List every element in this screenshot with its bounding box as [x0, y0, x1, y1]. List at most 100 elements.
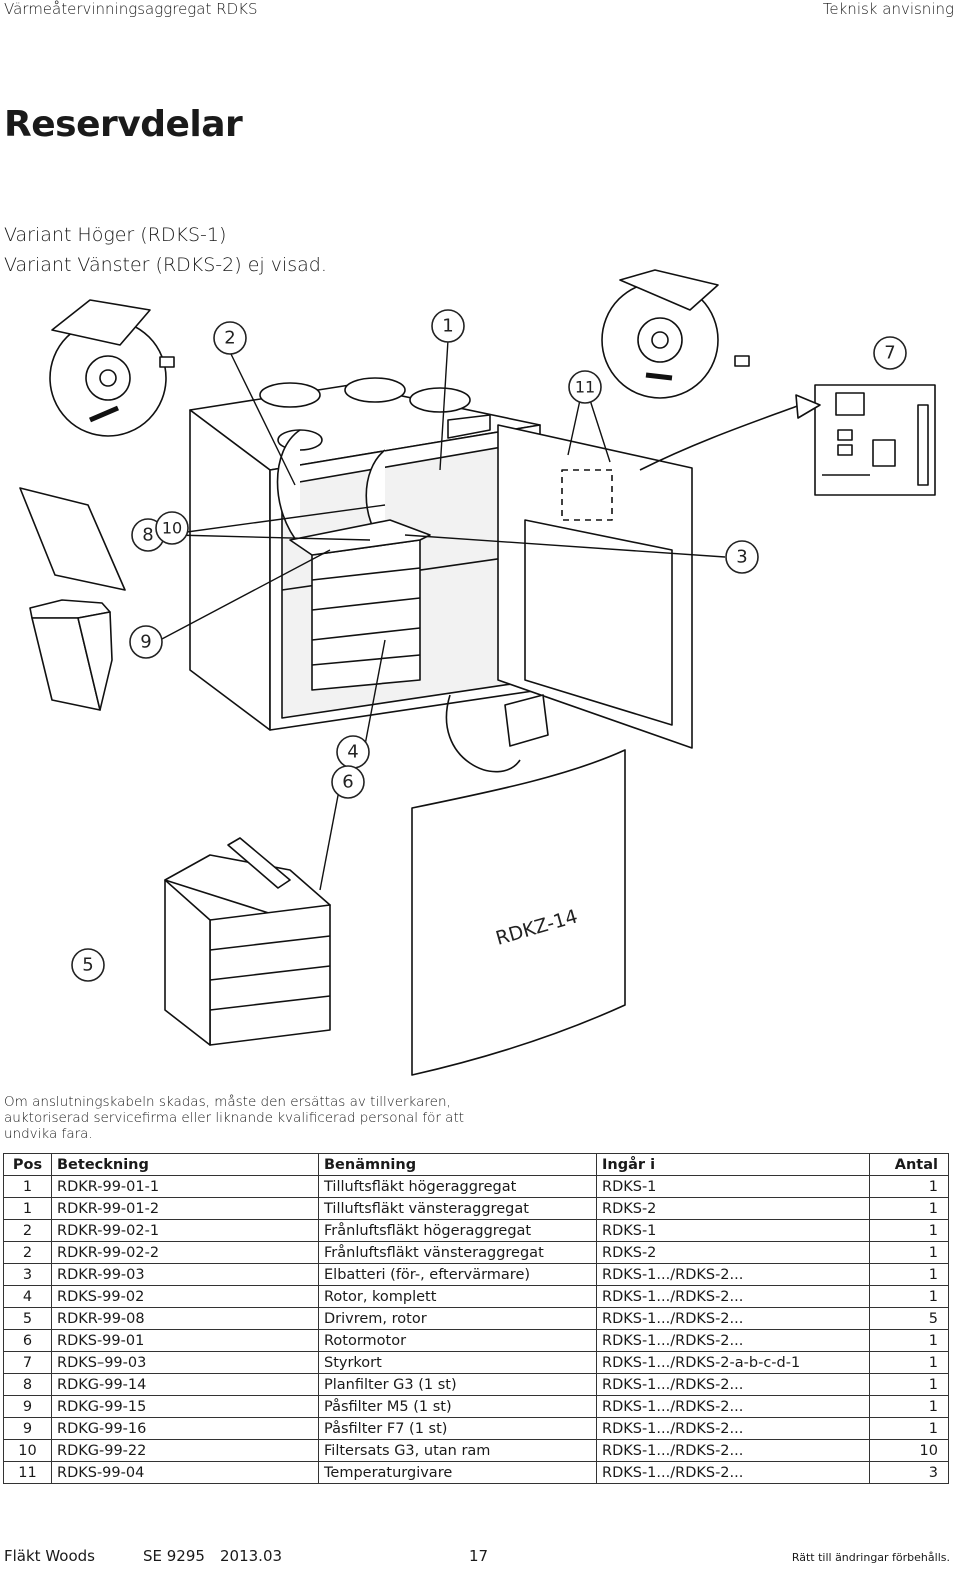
svg-text:9: 9	[140, 632, 151, 653]
cell-antal: 5	[869, 1307, 949, 1330]
callout-3: 3	[725, 540, 759, 574]
col-benamning: Benämning	[318, 1153, 597, 1176]
supply-fan	[49, 299, 175, 437]
exhaust-fan	[601, 269, 750, 399]
rotor-in-housing	[289, 519, 431, 691]
cell-ingar-i: RDKS-1.../RDKS-2...	[596, 1439, 870, 1462]
cell-beteckning: RDKR-99-02-2	[51, 1241, 319, 1264]
cell-pos: 11	[3, 1461, 52, 1484]
cell-pos: 5	[3, 1307, 52, 1330]
cell-ingar-i: RDKS-1.../RDKS-2...	[596, 1329, 870, 1352]
callout-9: 9	[129, 625, 163, 659]
svg-text:4: 4	[347, 742, 358, 763]
col-antal: Antal	[869, 1153, 949, 1176]
cell-ingar-i: RDKS-1	[596, 1219, 870, 1242]
cell-beteckning: RDKG-99-14	[51, 1373, 319, 1396]
footer-rights: Rätt till ändringar förbehålls.	[791, 1551, 950, 1564]
cell-beteckning: RDKR-99-01-1	[51, 1175, 319, 1198]
cell-ingar-i: RDKS-1.../RDKS-2...	[596, 1417, 870, 1440]
cell-beteckning: RDKG-99-16	[51, 1417, 319, 1440]
cell-beteckning: RDKR-99-02-1	[51, 1219, 319, 1242]
svg-text:5: 5	[82, 955, 93, 976]
cell-antal: 1	[869, 1329, 949, 1352]
cell-antal: 1	[869, 1241, 949, 1264]
cell-benamning: Temperaturgivare	[318, 1461, 597, 1484]
cell-antal: 1	[869, 1219, 949, 1242]
control-board	[814, 384, 936, 496]
cell-ingar-i: RDKS-1.../RDKS-2...	[596, 1263, 870, 1286]
cell-beteckning: RDKS-99-04	[51, 1461, 319, 1484]
cell-beteckning: RDKS-99-02	[51, 1285, 319, 1308]
cell-antal: 1	[869, 1395, 949, 1418]
cell-antal: 1	[869, 1263, 949, 1286]
cell-pos: 3	[3, 1263, 52, 1286]
cell-pos: 6	[3, 1329, 52, 1352]
table-header-row: Pos Beteckning Benämning Ingår i Antal	[3, 1153, 949, 1176]
cell-antal: 1	[869, 1175, 949, 1198]
callout-11: 11	[568, 370, 602, 404]
cell-ingar-i: RDKS-1.../RDKS-2...	[596, 1395, 870, 1418]
cell-benamning: Styrkort	[318, 1351, 597, 1374]
callout-1: 1	[431, 309, 465, 343]
col-ingar-i: Ingår i	[596, 1153, 870, 1176]
page-title: Reservdelar	[4, 104, 243, 145]
rotor-assembly	[164, 837, 331, 1046]
cell-pos: 10	[3, 1439, 52, 1462]
cell-pos: 1	[3, 1175, 52, 1198]
cell-benamning: Frånluftsfläkt högeraggregat	[318, 1219, 597, 1242]
cell-pos: 4	[3, 1285, 52, 1308]
svg-text:2: 2	[224, 328, 235, 349]
cell-beteckning: RDKR-99-03	[51, 1263, 319, 1286]
exploded-view-figure: 2 1 7 11 8 10 3 9 4 6 5 RDKZ-14	[19, 269, 936, 1076]
header-doc-type: Teknisk anvisning	[822, 0, 954, 18]
cell-pos: 2	[3, 1219, 52, 1242]
variant-left: Variant Vänster (RDKS-2) ej visad.	[4, 254, 327, 276]
col-pos: Pos	[3, 1153, 52, 1176]
cell-benamning: Frånluftsfläkt vänsteraggregat	[318, 1241, 597, 1264]
plan-filter	[19, 487, 126, 591]
parts-table: Pos Beteckning Benämning Ingår i Antal 1…	[3, 1153, 949, 1484]
cell-ingar-i: RDKS-1.../RDKS-2...	[596, 1307, 870, 1330]
cell-benamning: Rotormotor	[318, 1329, 597, 1352]
cell-beteckning: RDKG-99-22	[51, 1439, 319, 1462]
cell-pos: 9	[3, 1395, 52, 1418]
callout-4: 4	[336, 735, 370, 769]
svg-text:10: 10	[162, 519, 182, 538]
svg-text:11: 11	[575, 378, 595, 397]
cell-ingar-i: RDKS-1.../RDKS-2...	[596, 1461, 870, 1484]
cell-pos: 2	[3, 1241, 52, 1264]
cable-warning: Om anslutningskabeln skadas, måste den e…	[4, 1094, 465, 1142]
cell-antal: 10	[869, 1439, 949, 1462]
cell-benamning: Påsfilter M5 (1 st)	[318, 1395, 597, 1418]
cell-antal: 1	[869, 1417, 949, 1440]
cell-beteckning: RDKS–99-03	[51, 1351, 319, 1374]
cell-ingar-i: RDKS-1.../RDKS-2-a-b-c-d-1	[596, 1351, 870, 1374]
cell-benamning: Tilluftsfläkt högeraggregat	[318, 1175, 597, 1198]
cell-pos: 7	[3, 1351, 52, 1374]
callout-6: 6	[331, 765, 365, 799]
footer-doc-number: SE 9295	[143, 1547, 205, 1565]
cell-pos: 1	[3, 1197, 52, 1220]
footer-date: 2013.03	[220, 1547, 283, 1565]
cell-ingar-i: RDKS-1.../RDKS-2...	[596, 1285, 870, 1308]
front-cover	[411, 749, 626, 1076]
col-beteckning: Beteckning	[51, 1153, 319, 1176]
variant-right: Variant Höger (RDKS-1)	[4, 224, 227, 246]
callout-2: 2	[213, 321, 247, 355]
cell-benamning: Drivrem, rotor	[318, 1307, 597, 1330]
cell-benamning: Filtersats G3, utan ram	[318, 1439, 597, 1462]
